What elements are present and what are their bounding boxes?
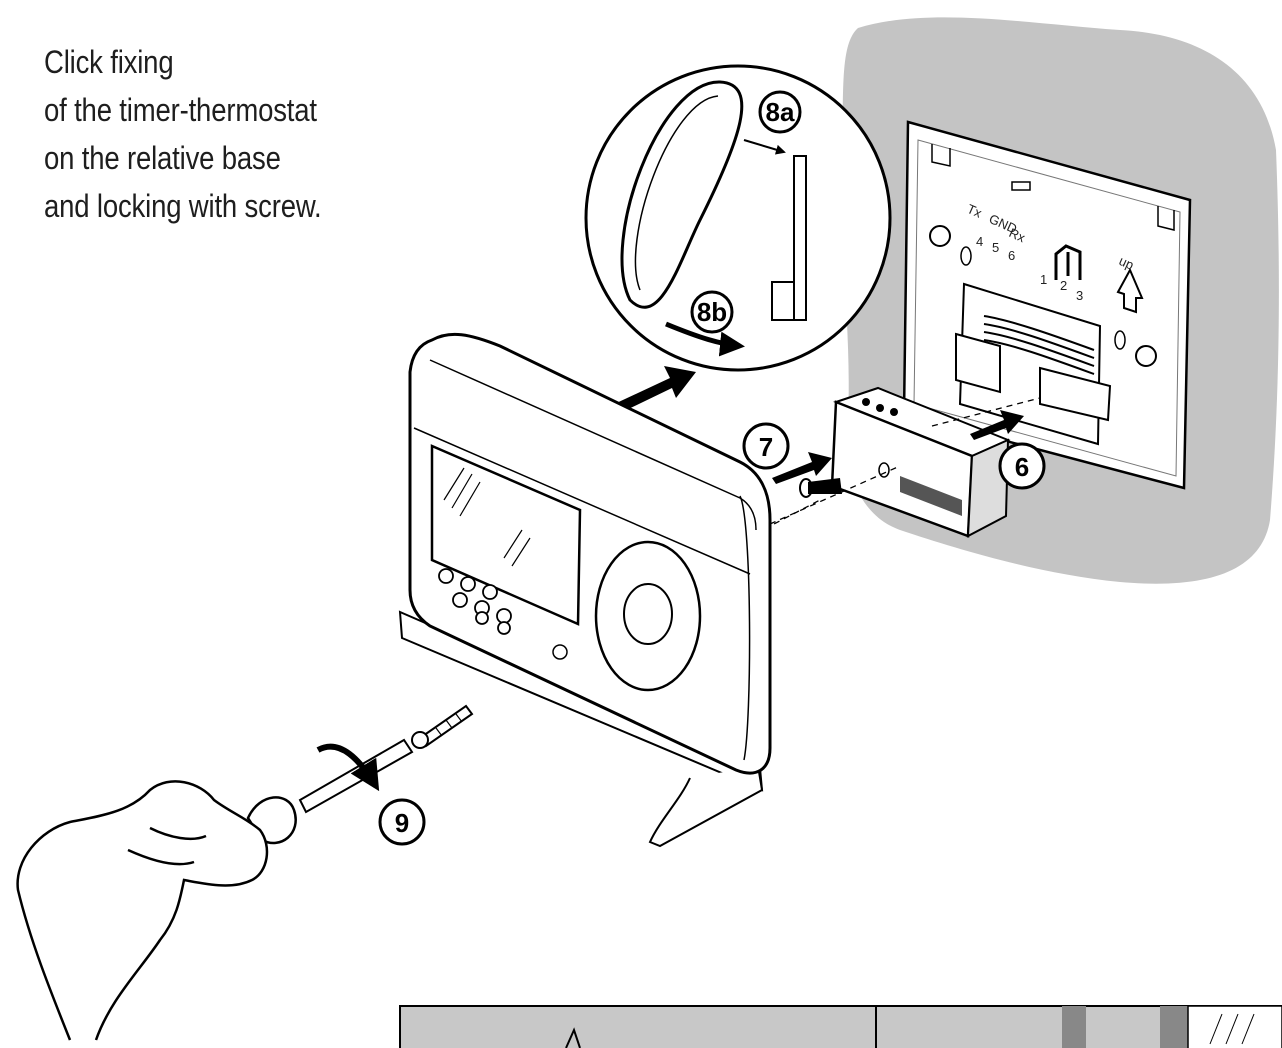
detail-magnifier [584, 64, 892, 372]
display-glare [443, 467, 531, 567]
next-figure-edge [399, 1005, 1282, 1048]
step-label-7: 7 [759, 432, 773, 462]
terminal-label-tx: Tx [965, 201, 985, 221]
bracket-screw [799, 478, 842, 498]
step-badge-7: 7 [742, 422, 790, 470]
wiring-cables [983, 315, 1095, 375]
up-label: up [1117, 253, 1136, 273]
instruction-caption: Click fixing of the timer-thermostat on … [44, 38, 322, 230]
hand [16, 780, 269, 1041]
terminal-number-6: 6 [1008, 248, 1015, 263]
step-label-8b: 8b [697, 297, 727, 327]
screw-hole [552, 644, 568, 660]
relay-symbol-icon [1054, 244, 1082, 280]
step-label-6: 6 [1015, 452, 1029, 482]
terminal-number-3: 3 [1076, 288, 1083, 303]
lcd-display [430, 444, 582, 626]
terminal-number-1: 1 [1040, 272, 1047, 287]
caption-line: on the relative base [44, 140, 281, 176]
terminal-block [830, 386, 1011, 538]
step-badge-8a: 8a [758, 90, 802, 134]
step-badge-6: 6 [998, 442, 1046, 490]
terminal-label-rx: Rx [1007, 225, 1028, 245]
step-badge-9: 9 [378, 798, 426, 846]
timer-thermostat [398, 332, 772, 848]
caption-line: and locking with screw. [44, 188, 322, 224]
arrow-step6-icon [970, 410, 1024, 440]
assembly-arrows [610, 366, 1024, 484]
step-badge-8b: 8b [690, 290, 734, 334]
terminal-number-4: 4 [976, 234, 983, 249]
step-label-9: 9 [395, 808, 409, 838]
terminal-number-2: 2 [1060, 278, 1067, 293]
screwdriver [246, 704, 474, 845]
wall-base-plate: Tx GND Rx 4 5 6 1 2 3 up [902, 120, 1192, 490]
button-cluster [438, 568, 512, 635]
up-arrow-icon [1116, 267, 1144, 314]
terminal-number-5: 5 [992, 240, 999, 255]
arrow-step7-icon [772, 452, 832, 484]
arrow-to-base-icon [610, 366, 696, 414]
caption-line: Click fixing [44, 44, 174, 80]
step-label-8a: 8a [766, 97, 795, 127]
caption-line: of the timer-thermostat [44, 92, 317, 128]
